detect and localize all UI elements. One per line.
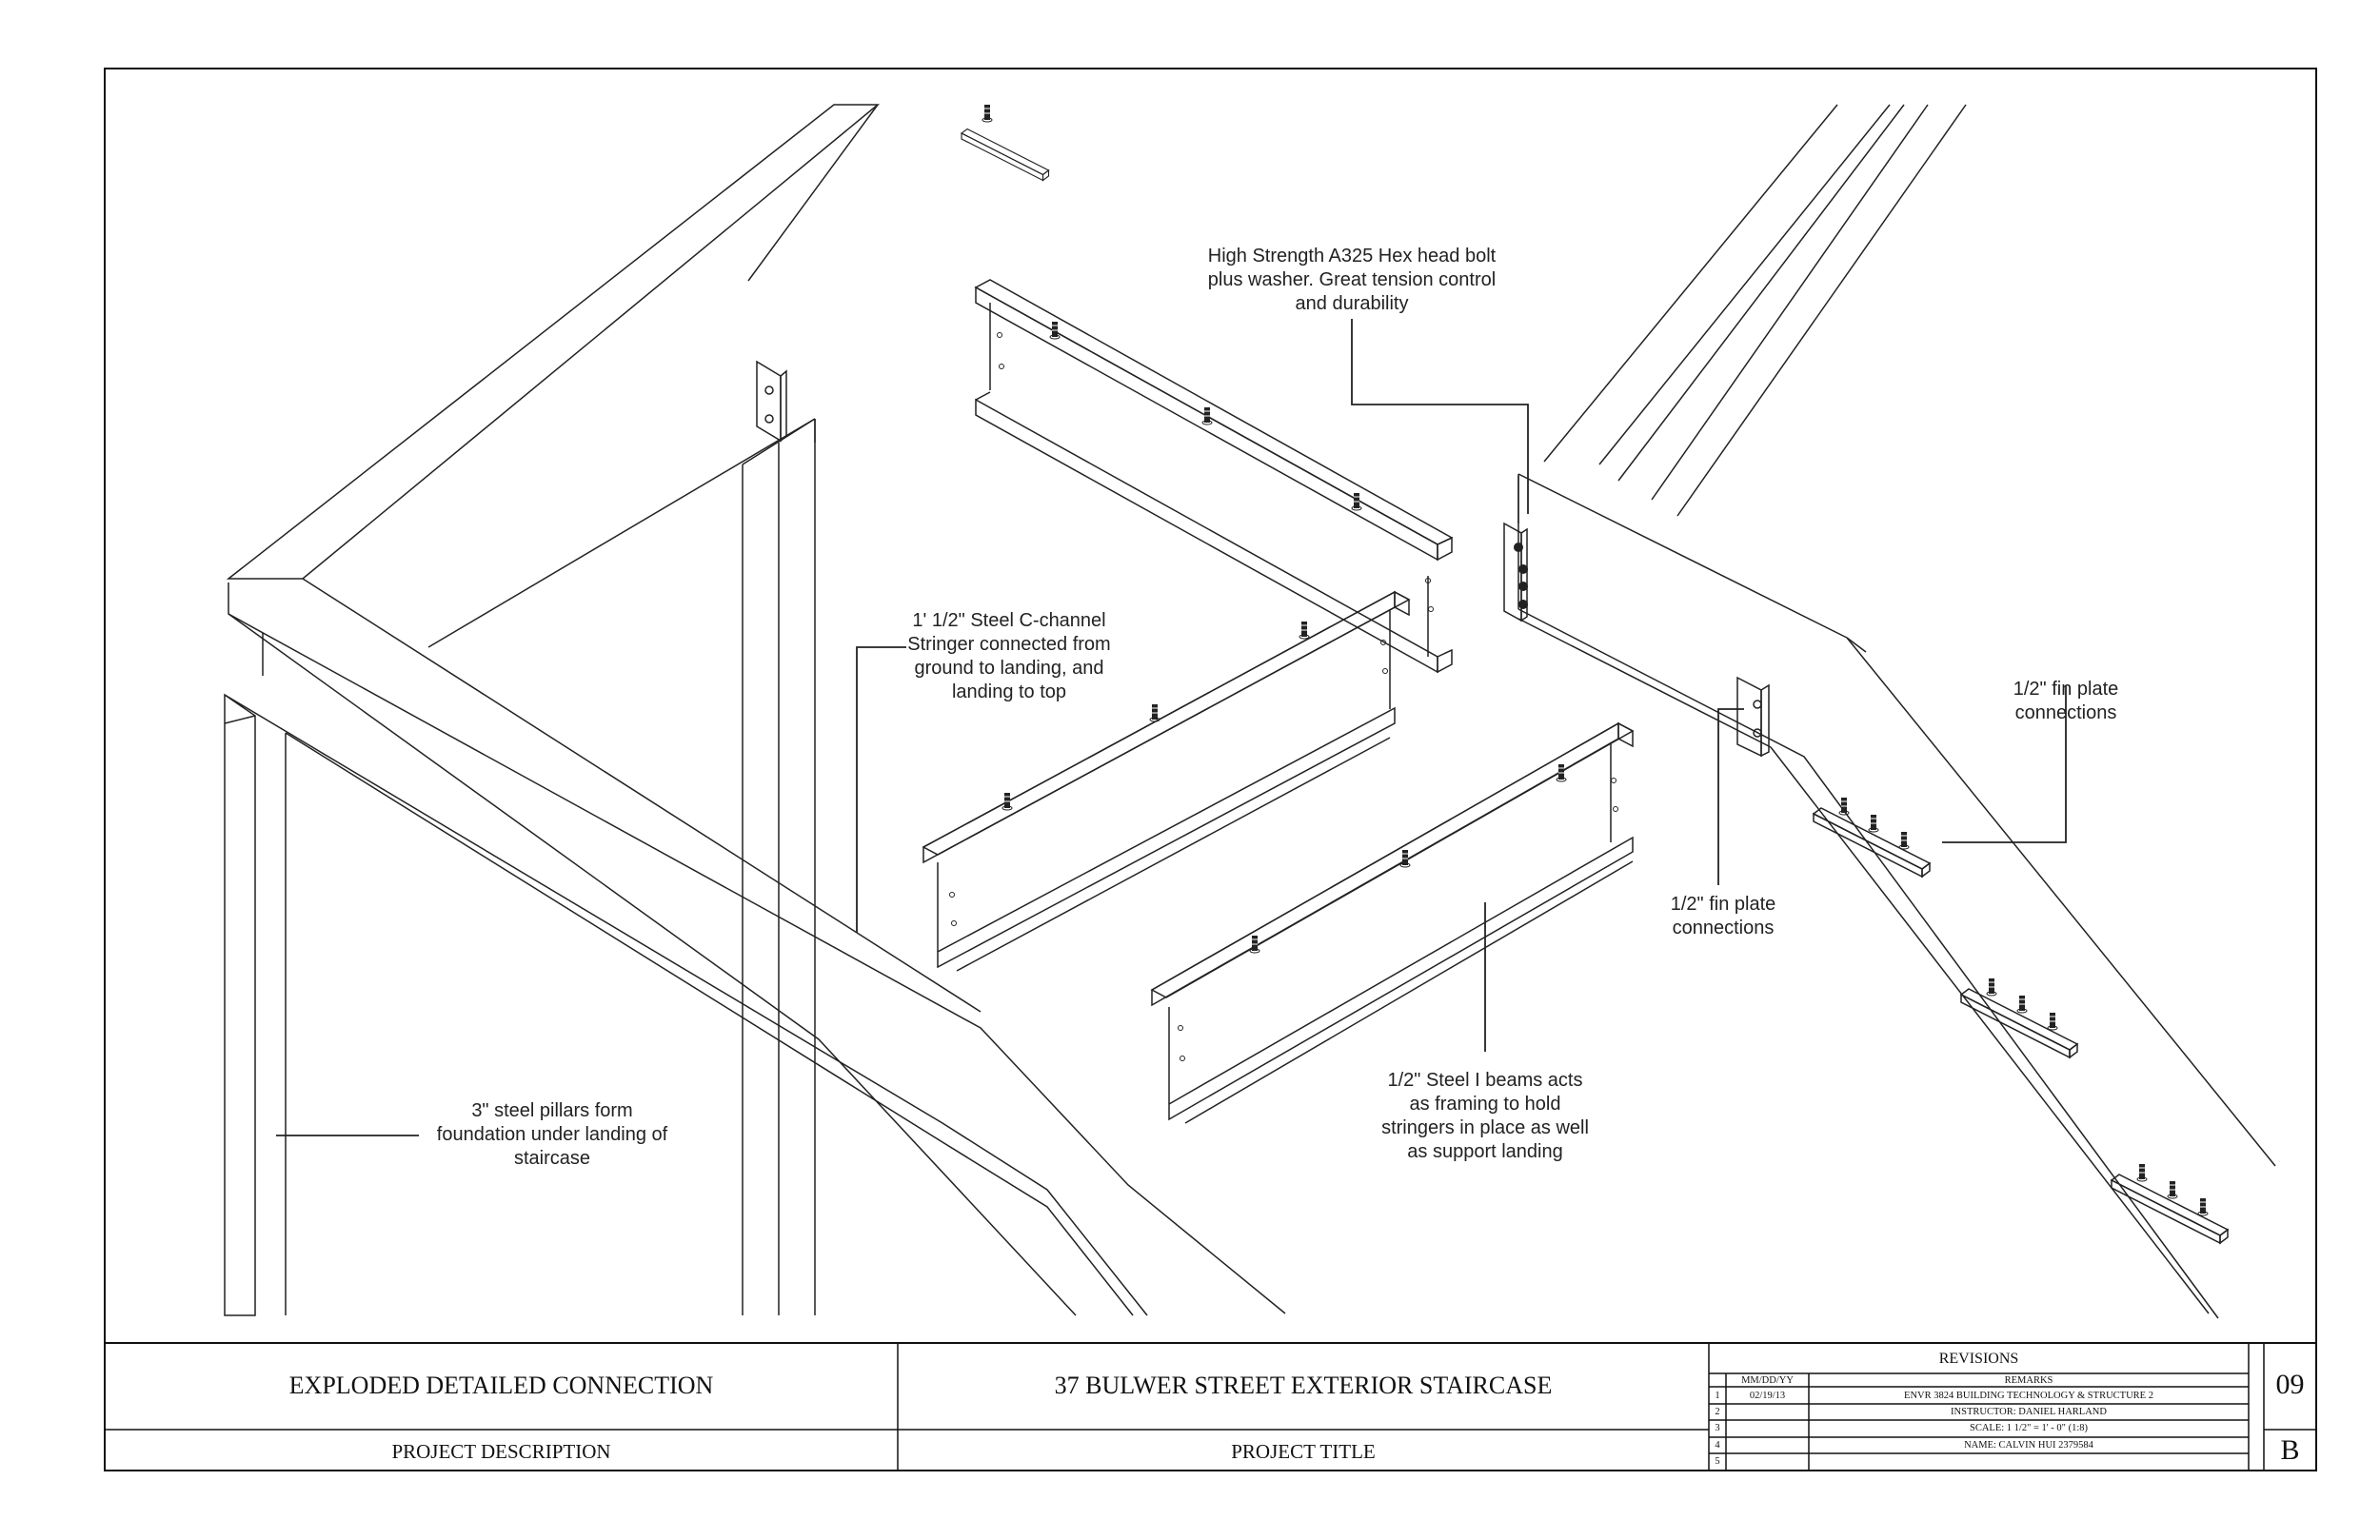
bolt-note-line-2: plus washer. Great tension control [1207, 269, 1497, 290]
fin-plate-note-right-line-2: connections [2014, 702, 2117, 723]
revision-row-date: 02/19/13 [1749, 1391, 1786, 1401]
left-stair-frame [224, 104, 1286, 1316]
fin-plate-note-center-line-1: 1/2" fin plate [1670, 894, 1776, 915]
revision-row-number: 5 [1715, 1456, 1720, 1467]
revisions-date-header: MM/DD/YY [1741, 1375, 1794, 1386]
top-fin-plate [756, 360, 787, 443]
project-description: EXPLODED DETAILED CONNECTION [288, 1372, 714, 1399]
fin-plate-note-right: 1/2" fin plate connections [1980, 678, 2152, 725]
project-title: 37 BULWER STREET EXTERIOR STAIRCASE [1054, 1372, 1553, 1399]
sheet-number: 09 [2275, 1369, 2305, 1400]
ibeam-note: 1/2" Steel I beams acts as framing to ho… [1352, 1069, 1618, 1164]
i-beam-upper [974, 279, 1454, 674]
bolt-note-line-1: High Strength A325 Hex head bolt [1207, 246, 1497, 267]
revisions-heading: REVISIONS [1938, 1351, 2019, 1367]
fin-clips [1813, 797, 2229, 1244]
revision-row-number: 3 [1715, 1423, 1720, 1433]
revision-row-number: 1 [1715, 1391, 1720, 1401]
sheet-letter: B [2280, 1434, 2300, 1466]
bolt-note-line-3: and durability [1295, 293, 1409, 314]
bolt-note: High Strength A325 Hex head bolt plus wa… [1185, 245, 1518, 316]
revision-row-remark: ENVR 3824 BUILDING TECHNOLOGY & STRUCTUR… [1904, 1391, 2153, 1401]
revision-row-remark: SCALE: 1 1/2" = 1' - 0" (1:8) [1969, 1423, 2088, 1433]
i-beam-lower [1150, 721, 1635, 1124]
stringer-note-line-4: landing to top [951, 681, 1067, 702]
stringer-note-line-2: Stringer connected from [907, 634, 1111, 655]
project-description-label: PROJECT DESCRIPTION [391, 1440, 611, 1463]
revisions-remarks-header: REMARKS [2004, 1375, 2053, 1386]
ibeam-note-line-3: stringers in place as well [1381, 1117, 1589, 1138]
project-title-label: PROJECT TITLE [1231, 1440, 1376, 1463]
fin-plate-note-right-line-1: 1/2" fin plate [2013, 679, 2119, 700]
fin-plate-note-center-line-2: connections [1672, 918, 1775, 938]
ibeam-note-line-2: as framing to hold [1409, 1094, 1561, 1115]
pillars-note: 3" steel pillars form foundation under l… [419, 1099, 685, 1171]
pillars-note-line-2: foundation under landing of [436, 1124, 668, 1145]
pillars-note-line-1: 3" steel pillars form [471, 1100, 633, 1121]
center-fin-plate [1736, 676, 1770, 758]
revision-row-remark: INSTRUCTOR: DANIEL HARLAND [1951, 1407, 2107, 1417]
fin-plate-note-center: 1/2" fin plate connections [1637, 893, 1809, 940]
leader-lines [276, 319, 2067, 1136]
beam-holes [949, 332, 1618, 1061]
stringer-note: 1' 1/2" Steel C-channel Stringer connect… [890, 609, 1128, 704]
right-stringers [1517, 104, 2276, 1319]
i-beam-middle [922, 590, 1411, 972]
revision-row-number: 2 [1715, 1407, 1720, 1417]
bolt-plate-assembly [1503, 476, 1528, 622]
revision-row-remark: NAME: CALVIN HUI 2379584 [1964, 1440, 2093, 1451]
top-clip [961, 104, 1050, 182]
stringer-note-line-1: 1' 1/2" Steel C-channel [912, 610, 1106, 631]
ibeam-note-line-4: as support landing [1407, 1141, 1563, 1162]
pillars-note-line-3: staircase [513, 1148, 591, 1169]
ibeam-note-line-1: 1/2" Steel I beams acts [1387, 1070, 1583, 1091]
title-block-lines [105, 1342, 2316, 1471]
a325-bolts [1514, 543, 1528, 609]
border [104, 68, 2317, 1471]
revision-row-number: 4 [1715, 1440, 1720, 1451]
stringer-note-line-3: ground to landing, and [914, 658, 1104, 679]
